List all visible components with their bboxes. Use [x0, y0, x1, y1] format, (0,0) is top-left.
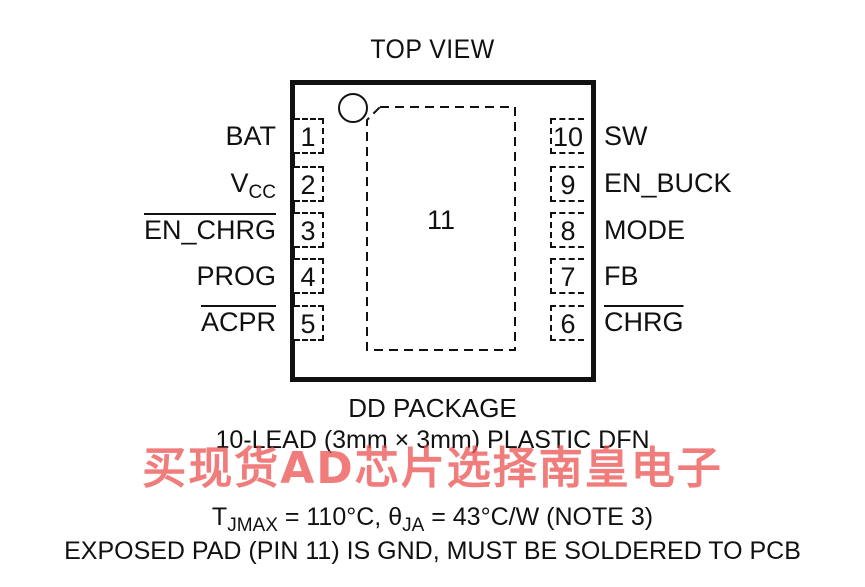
pin-10: 10	[550, 118, 584, 154]
thermal-note: TJMAX = 110°C, θJA = 43°C/W (NOTE 3)	[211, 503, 654, 536]
pin-label-chrg: CHRG	[604, 307, 684, 337]
pin-4: 4	[294, 258, 324, 294]
pin-label-mode: MODE	[604, 215, 685, 245]
pin-7: 7	[550, 258, 584, 294]
pin-6: 6	[550, 305, 584, 341]
pin-label-vcc: VCC	[230, 168, 276, 203]
pin-9: 9	[550, 166, 584, 202]
pin1-indicator-icon	[338, 93, 368, 123]
view-title: TOP VIEW	[370, 34, 495, 64]
pin-8: 8	[550, 212, 584, 248]
pin-label-acpr: ACPR	[200, 307, 276, 337]
exposed-pad-note: EXPOSED PAD (PIN 11) IS GND, MUST BE SOL…	[64, 537, 801, 565]
pin-1: 1	[294, 118, 324, 154]
package-name: DD PACKAGE	[348, 393, 517, 423]
pin-label-sw: SW	[604, 121, 648, 151]
pin-label-en-buck: EN_BUCK	[604, 168, 732, 198]
exposed-pad-number: 11	[426, 205, 456, 235]
watermark-text: 买现货AD芯片选择南皇电子	[142, 443, 723, 494]
package-description: 10-LEAD (3mm × 3mm) PLASTIC DFN	[215, 426, 650, 454]
pin-label-fb: FB	[604, 261, 639, 291]
pin-label-prog: PROG	[196, 261, 276, 291]
pin-3: 3	[294, 212, 324, 248]
exposed-pad-border	[366, 106, 516, 351]
pin-2: 2	[294, 166, 324, 202]
pin-5: 5	[294, 305, 324, 341]
pin-label-en-chrg: EN_CHRG	[143, 215, 276, 245]
package-outline	[290, 80, 596, 382]
pin-label-bat: BAT	[225, 121, 276, 151]
